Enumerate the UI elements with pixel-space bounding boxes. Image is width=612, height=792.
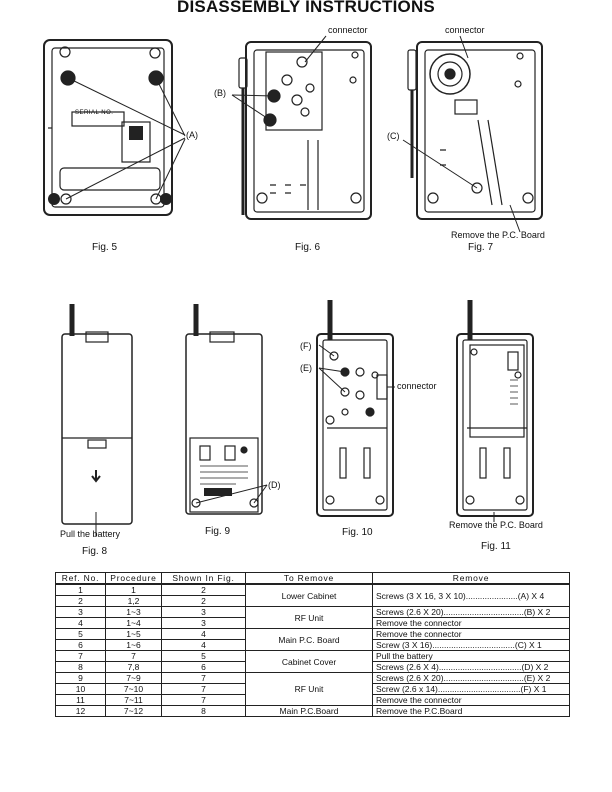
fig-cell: 7: [161, 683, 246, 695]
fig-cell: 8: [161, 705, 246, 717]
fig-cell: 5: [161, 650, 246, 662]
remove-cell: Pull the battery: [372, 650, 570, 662]
fig8-drawing: [61, 304, 133, 536]
to-remove-cell: Main P.C.Board: [245, 705, 373, 717]
to-remove-cell: Main P.C. Board: [245, 628, 373, 651]
fig9-drawing: [185, 304, 268, 515]
fig-cell: 7: [161, 672, 246, 684]
table-row: 9 7~9 7 RF Unit Screws (2.6 X 20).......…: [55, 672, 570, 706]
fig-cell: 2: [161, 583, 246, 596]
remove-cell: Remove the connector: [372, 694, 570, 706]
fig7-remove-pc-label: Remove the P.C. Board: [451, 230, 545, 240]
ref-cell: 9: [55, 672, 106, 684]
table-header: Ref. No. Procedure Shown In Fig. To Remo…: [55, 572, 570, 585]
table-row: 10 7~10 7 Screw (2.6 x 14)..............…: [55, 683, 570, 695]
callout-d: (D): [268, 480, 281, 490]
header-shown-in-fig: Shown In Fig.: [161, 572, 246, 585]
table-row: 3 1~3 3 RF Unit Screws (2.6 X 20).......…: [55, 606, 570, 629]
serial-no-label: SERIAL NO.: [75, 110, 114, 116]
remove-cell: Screw (2.6 x 14)........................…: [372, 683, 570, 695]
ref-cell: 2: [55, 595, 106, 607]
remove-cell: Screws (2.6 X 4)........................…: [372, 661, 570, 673]
fig-cell: 4: [161, 639, 246, 651]
to-remove-cell: Lower Cabinet: [245, 583, 373, 607]
fig-cell: 3: [161, 617, 246, 629]
fig-cell: 7: [161, 694, 246, 706]
header-to-remove: To Remove: [245, 572, 373, 585]
procedure-cell: 1,2: [105, 595, 162, 607]
remove-cell: Screws (3 X 16, 3 X 10).................…: [372, 583, 570, 607]
fig6-connector-label: connector: [328, 25, 368, 35]
callout-f: (F): [300, 341, 312, 351]
fig10-drawing: [316, 300, 395, 517]
procedure-cell: 1: [105, 583, 162, 596]
to-remove-cell: Cabinet Cover: [245, 650, 373, 673]
ref-cell: 1: [55, 583, 106, 596]
header-procedure: Procedure: [105, 572, 162, 585]
fig9-caption: Fig. 9: [205, 526, 231, 537]
callout-a: (A): [186, 130, 198, 140]
table-row: 11 7~11 7 Remove the connector: [55, 694, 570, 706]
ref-cell: 12: [55, 705, 106, 717]
header-remove: Remove: [372, 572, 570, 585]
procedure-cell: 1~6: [105, 639, 162, 651]
procedure-cell: 7: [105, 650, 162, 662]
ref-cell: 4: [55, 617, 106, 629]
to-remove-cell: RF Unit: [245, 672, 373, 706]
callout-b: (B): [214, 88, 226, 98]
remove-cell: Remove the connector: [372, 628, 570, 640]
procedure-cell: 1~5: [105, 628, 162, 640]
procedure-cell: 7~10: [105, 683, 162, 695]
fig7-drawing: [402, 35, 543, 233]
fig-cell: 4: [161, 628, 246, 640]
fig5-drawing: [43, 39, 186, 216]
ref-cell: 11: [55, 694, 106, 706]
ref-cell: 7: [55, 650, 106, 662]
procedure-cell: 1~4: [105, 617, 162, 629]
fig7-caption: Fig. 7: [468, 242, 494, 253]
fig8-caption: Fig. 8: [82, 546, 108, 557]
remove-cell: Screws (2.6 X 20).......................…: [372, 672, 570, 684]
fig10-connector-label: connector: [397, 381, 437, 391]
page-title: DISASSEMBLY INSTRUCTIONS: [177, 0, 435, 16]
remove-cell: Remove the connector: [372, 617, 570, 629]
ref-cell: 8: [55, 661, 106, 673]
callout-e: (E): [300, 363, 312, 373]
fig11-caption: Fig. 11: [481, 541, 511, 552]
procedure-cell: 7~9: [105, 672, 162, 684]
table-row: 12 7~12 8 Main P.C.Board Remove the P.C.…: [55, 705, 570, 717]
ref-cell: 5: [55, 628, 106, 640]
remove-cell: Screw (3 X 16)..........................…: [372, 639, 570, 651]
table-row: 1 1 2 Lower Cabinet Screws (3 X 16, 3 X …: [55, 583, 570, 607]
fig6-drawing: [231, 35, 372, 220]
to-remove-cell: RF Unit: [245, 606, 373, 629]
procedure-cell: 7~12: [105, 705, 162, 717]
table-row: 7 7 5 Cabinet Cover Pull the battery: [55, 650, 570, 673]
fig-cell: 3: [161, 606, 246, 618]
header-ref: Ref. No.: [55, 572, 106, 585]
fig11-drawing: [456, 300, 534, 522]
fig11-remove-pc-label: Remove the P.C. Board: [449, 520, 543, 530]
fig-cell: 6: [161, 661, 246, 673]
disassembly-table: Ref. No. Procedure Shown In Fig. To Remo…: [55, 572, 570, 717]
table-row: 5 1~5 4 Main P.C. Board Remove the conne…: [55, 628, 570, 651]
fig-cell: 2: [161, 595, 246, 607]
remove-cell: Screws (2.6 X 20).......................…: [372, 606, 570, 618]
procedure-cell: 1~3: [105, 606, 162, 618]
ref-cell: 6: [55, 639, 106, 651]
procedure-cell: 7~11: [105, 694, 162, 706]
fig5-caption: Fig. 5: [92, 242, 118, 253]
fig10-caption: Fig. 10: [342, 527, 373, 538]
ref-cell: 10: [55, 683, 106, 695]
callout-c: (C): [387, 131, 400, 141]
procedure-cell: 7,8: [105, 661, 162, 673]
fig7-connector-label: connector: [445, 25, 485, 35]
fig6-caption: Fig. 6: [295, 242, 321, 253]
ref-cell: 3: [55, 606, 106, 618]
remove-cell: Remove the P.C.Board: [372, 705, 570, 717]
pull-battery-label: Pull the battery: [60, 529, 121, 539]
